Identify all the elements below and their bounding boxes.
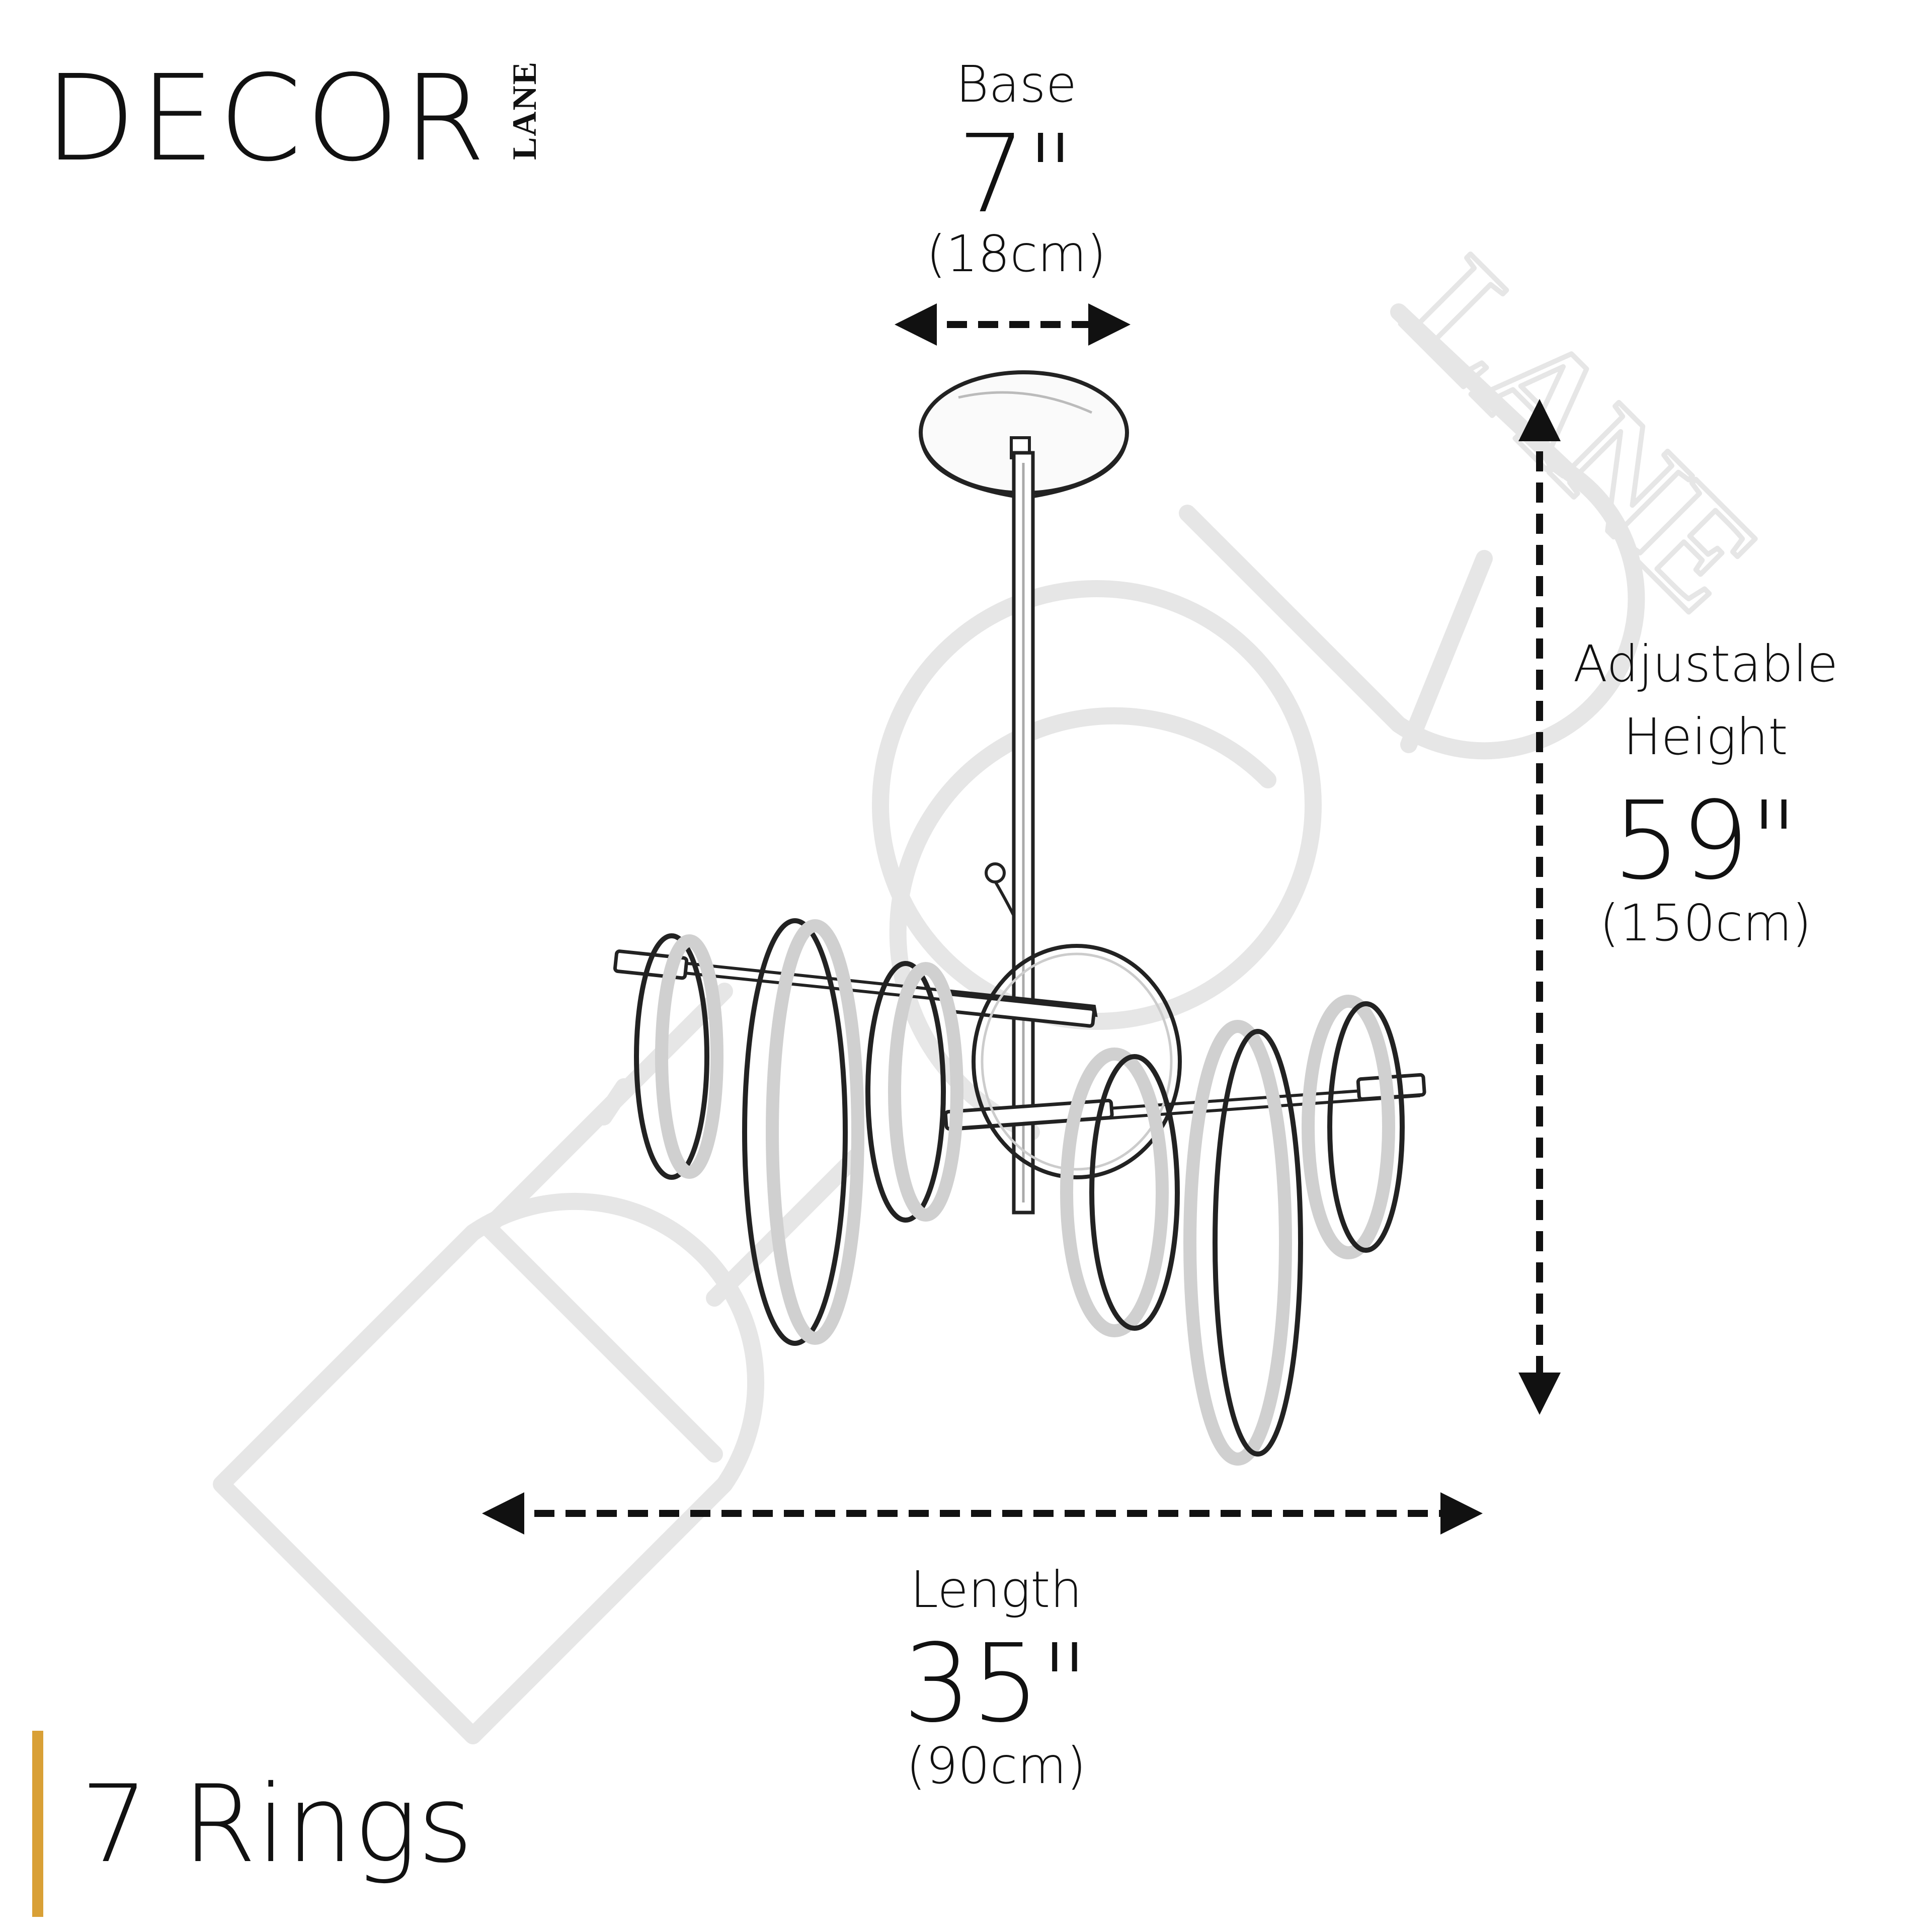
ring-3	[865, 961, 963, 1223]
ring-1	[634, 933, 723, 1180]
rings-accent-bar	[32, 1731, 43, 1917]
adjuster-knob	[985, 862, 1006, 883]
base-imperial: 7"	[957, 112, 1076, 237]
rings-caption: 7 Rings	[80, 1762, 473, 1886]
brand-logo-name: DECOR	[44, 49, 490, 188]
base-metric: (18cm)	[926, 224, 1106, 283]
height-label-line1: Adjustable	[1573, 634, 1838, 693]
watermark-letter-o	[872, 580, 1322, 1030]
watermark-letter-d	[213, 1193, 764, 1744]
watermark-letter-r	[1179, 303, 1645, 760]
length-metric: (90cm)	[906, 1736, 1086, 1795]
ring-5	[1183, 1020, 1303, 1466]
watermark-letter-e	[479, 983, 864, 1463]
ring-4	[1060, 1048, 1180, 1337]
length-label: Length	[910, 1560, 1082, 1619]
canopy	[919, 370, 1129, 500]
ring-2	[742, 918, 864, 1346]
ring-6	[1302, 995, 1405, 1259]
watermark-sub: LANE	[1376, 227, 1790, 641]
height-imperial: 59"	[1612, 778, 1799, 904]
height-label-line2: Height	[1623, 707, 1788, 766]
watermark-letter-c	[889, 707, 1276, 1141]
length-imperial: 35"	[903, 1621, 1090, 1746]
brand-logo-sub: LANE	[505, 61, 543, 160]
ring-group	[634, 918, 1405, 1466]
down-rod	[985, 451, 1035, 1215]
height-metric: (150cm)	[1599, 894, 1812, 952]
ring-center	[972, 944, 1182, 1179]
base-label: Base	[955, 55, 1077, 114]
